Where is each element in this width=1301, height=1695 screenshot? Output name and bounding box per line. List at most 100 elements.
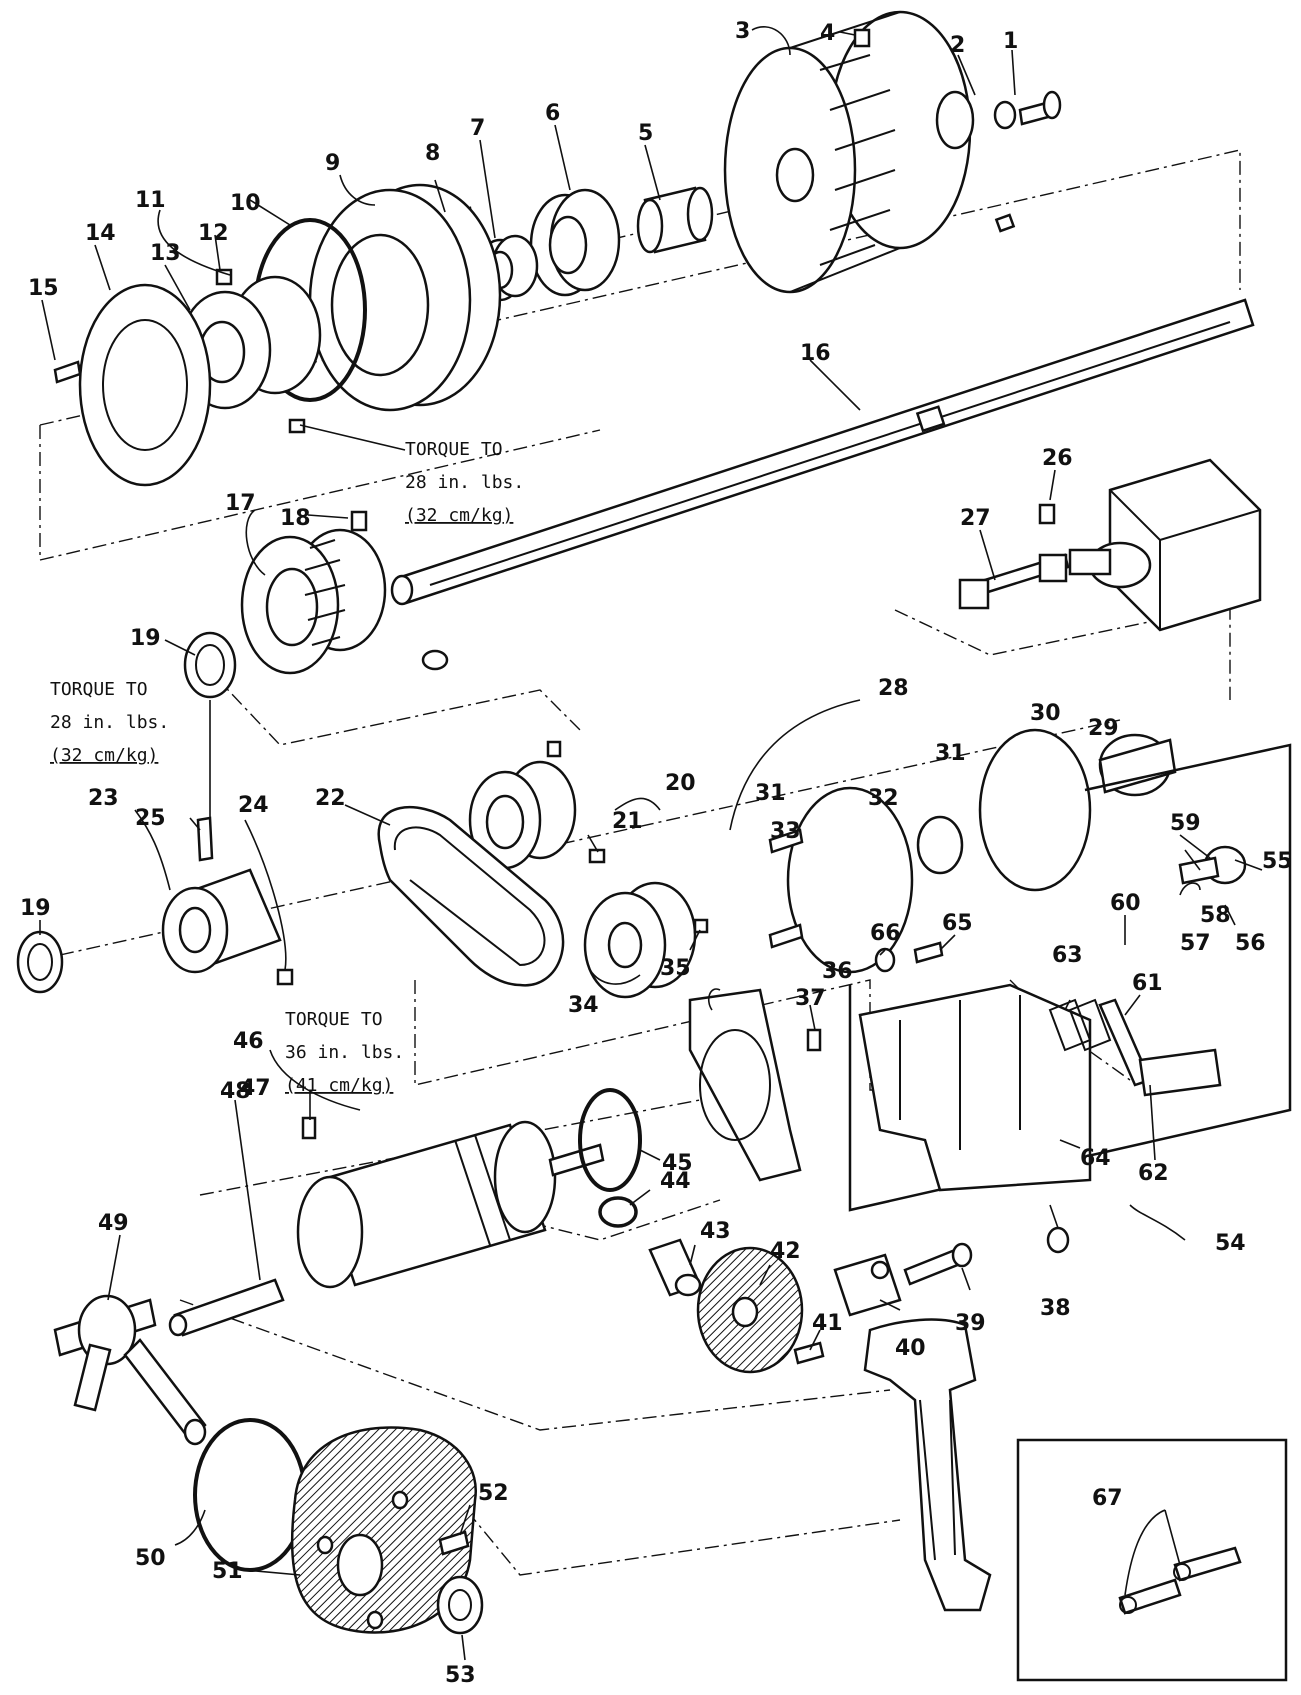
callout-46: 46 [233, 1029, 264, 1054]
callout-61: 61 [1132, 971, 1163, 996]
callout-31: 31 [935, 741, 966, 766]
callout-23: 23 [88, 786, 119, 811]
callout-24: 24 [238, 793, 269, 818]
part-o-ring-45 [578, 1088, 642, 1192]
callout-13: 13 [150, 241, 181, 266]
torque-a-line2: 28 in. lbs. [405, 472, 524, 493]
part-bearing [529, 188, 621, 297]
part-screw-52 [438, 1530, 470, 1556]
callout-19: 19 [130, 626, 161, 651]
callout-18: 18 [280, 506, 311, 531]
part-hatched-flange [290, 1426, 477, 1634]
torque-a-line1: TORQUE TO [405, 439, 503, 460]
part-block [833, 1242, 973, 1317]
part-gasket-plate [78, 283, 212, 487]
callout-29: 29 [1088, 716, 1119, 741]
callout-64: 64 [1080, 1146, 1111, 1171]
leader-lines [39, 26, 1263, 1661]
callout-34: 34 [568, 993, 599, 1018]
part-washer-53 [436, 1575, 484, 1635]
callout-42: 42 [770, 1239, 801, 1264]
inset-box [1016, 1438, 1288, 1682]
part-timing-belt [377, 805, 565, 987]
callout-40: 40 [895, 1336, 926, 1361]
part-bracket [688, 988, 822, 1182]
callout-37: 37 [795, 986, 826, 1011]
part-cross-fitting [53, 1294, 207, 1446]
callout-67: 67 [1092, 1486, 1123, 1511]
callout-16: 16 [800, 341, 831, 366]
callout-59: 59 [1170, 811, 1201, 836]
part-o-ring-44 [598, 1196, 638, 1228]
callout-62: 62 [1138, 1161, 1169, 1186]
callout-22: 22 [315, 786, 346, 811]
part-seal-19 [183, 631, 237, 699]
callout-2: 2 [950, 33, 965, 58]
callout-55: 55 [1262, 849, 1293, 874]
callout-21: 21 [612, 809, 643, 834]
part-pulley-20 [468, 740, 606, 870]
torque-note-b: TORQUE TO 28 in. lbs. (32 cm/kg) [50, 679, 169, 766]
callout-6: 6 [545, 101, 560, 126]
callout-43: 43 [700, 1219, 731, 1244]
callout-9: 9 [325, 151, 340, 176]
part-main-shaft [390, 298, 1255, 606]
callout-65: 65 [942, 911, 973, 936]
callout-57: 57 [1180, 931, 1211, 956]
callout-28: 28 [878, 676, 909, 701]
part-housing-flange [308, 183, 502, 412]
part-arm [863, 1318, 992, 1612]
callout-38: 38 [1040, 1296, 1071, 1321]
callout-56: 56 [1235, 931, 1266, 956]
torque-c-line3: (41 cm/kg) [285, 1075, 393, 1096]
part-screw-38 [1046, 1226, 1070, 1254]
torque-b-line2: 28 in. lbs. [50, 712, 169, 733]
callout-49: 49 [98, 1211, 129, 1236]
callout-53: 53 [445, 1663, 476, 1688]
part-mount-plate-frame [848, 743, 1292, 1212]
callout-10: 10 [230, 191, 261, 216]
callout-33: 33 [770, 819, 801, 844]
part-disc-assembly [768, 728, 1177, 974]
part-hatched-disc [696, 1246, 825, 1374]
torque-b-line1: TORQUE TO [50, 679, 148, 700]
part-clamp-collar [161, 816, 294, 986]
part-nozzle [648, 1238, 702, 1297]
torque-b-line3: (32 cm/kg) [50, 745, 158, 766]
part-pillow-block [958, 458, 1262, 632]
callout-66: 66 [870, 921, 901, 946]
part-screw-15 [53, 360, 82, 384]
callout-51: 51 [212, 1559, 243, 1584]
callout-47: 47 [240, 1076, 271, 1101]
part-sleeve [636, 186, 714, 254]
torque-c-line2: 36 in. lbs. [285, 1042, 404, 1063]
torque-c-line1: TORQUE TO [285, 1009, 383, 1030]
callout-14: 14 [85, 221, 116, 246]
callout-60: 60 [1110, 891, 1141, 916]
callout-15: 15 [28, 276, 59, 301]
callout-44: 44 [660, 1169, 691, 1194]
part-o-ring-50 [193, 1418, 307, 1572]
torque-a-line3: (32 cm/kg) [405, 505, 513, 526]
callout-31-second: 31 [755, 781, 786, 806]
callout-4: 4 [820, 21, 835, 46]
callout-25: 25 [135, 806, 166, 831]
callout-63: 63 [1052, 943, 1083, 968]
callout-52: 52 [478, 1481, 509, 1506]
callout-41: 41 [812, 1311, 843, 1336]
callout-11: 11 [135, 188, 166, 213]
callout-3: 3 [735, 19, 750, 44]
callout-5: 5 [638, 121, 653, 146]
callout-27: 27 [960, 506, 991, 531]
part-screw-washer [993, 90, 1062, 130]
part-sprocket [583, 881, 709, 999]
callout-36: 36 [822, 959, 853, 984]
callout-20: 20 [665, 771, 696, 796]
torque-note-a: TORQUE TO 28 in. lbs. (32 cm/kg) [405, 439, 524, 526]
callout-32: 32 [868, 786, 899, 811]
callout-48: 48 [220, 1079, 251, 1104]
callout-17: 17 [225, 491, 256, 516]
torque-note-c: TORQUE TO 36 in. lbs. (41 cm/kg) [285, 1009, 404, 1096]
callout-35: 35 [660, 956, 691, 981]
